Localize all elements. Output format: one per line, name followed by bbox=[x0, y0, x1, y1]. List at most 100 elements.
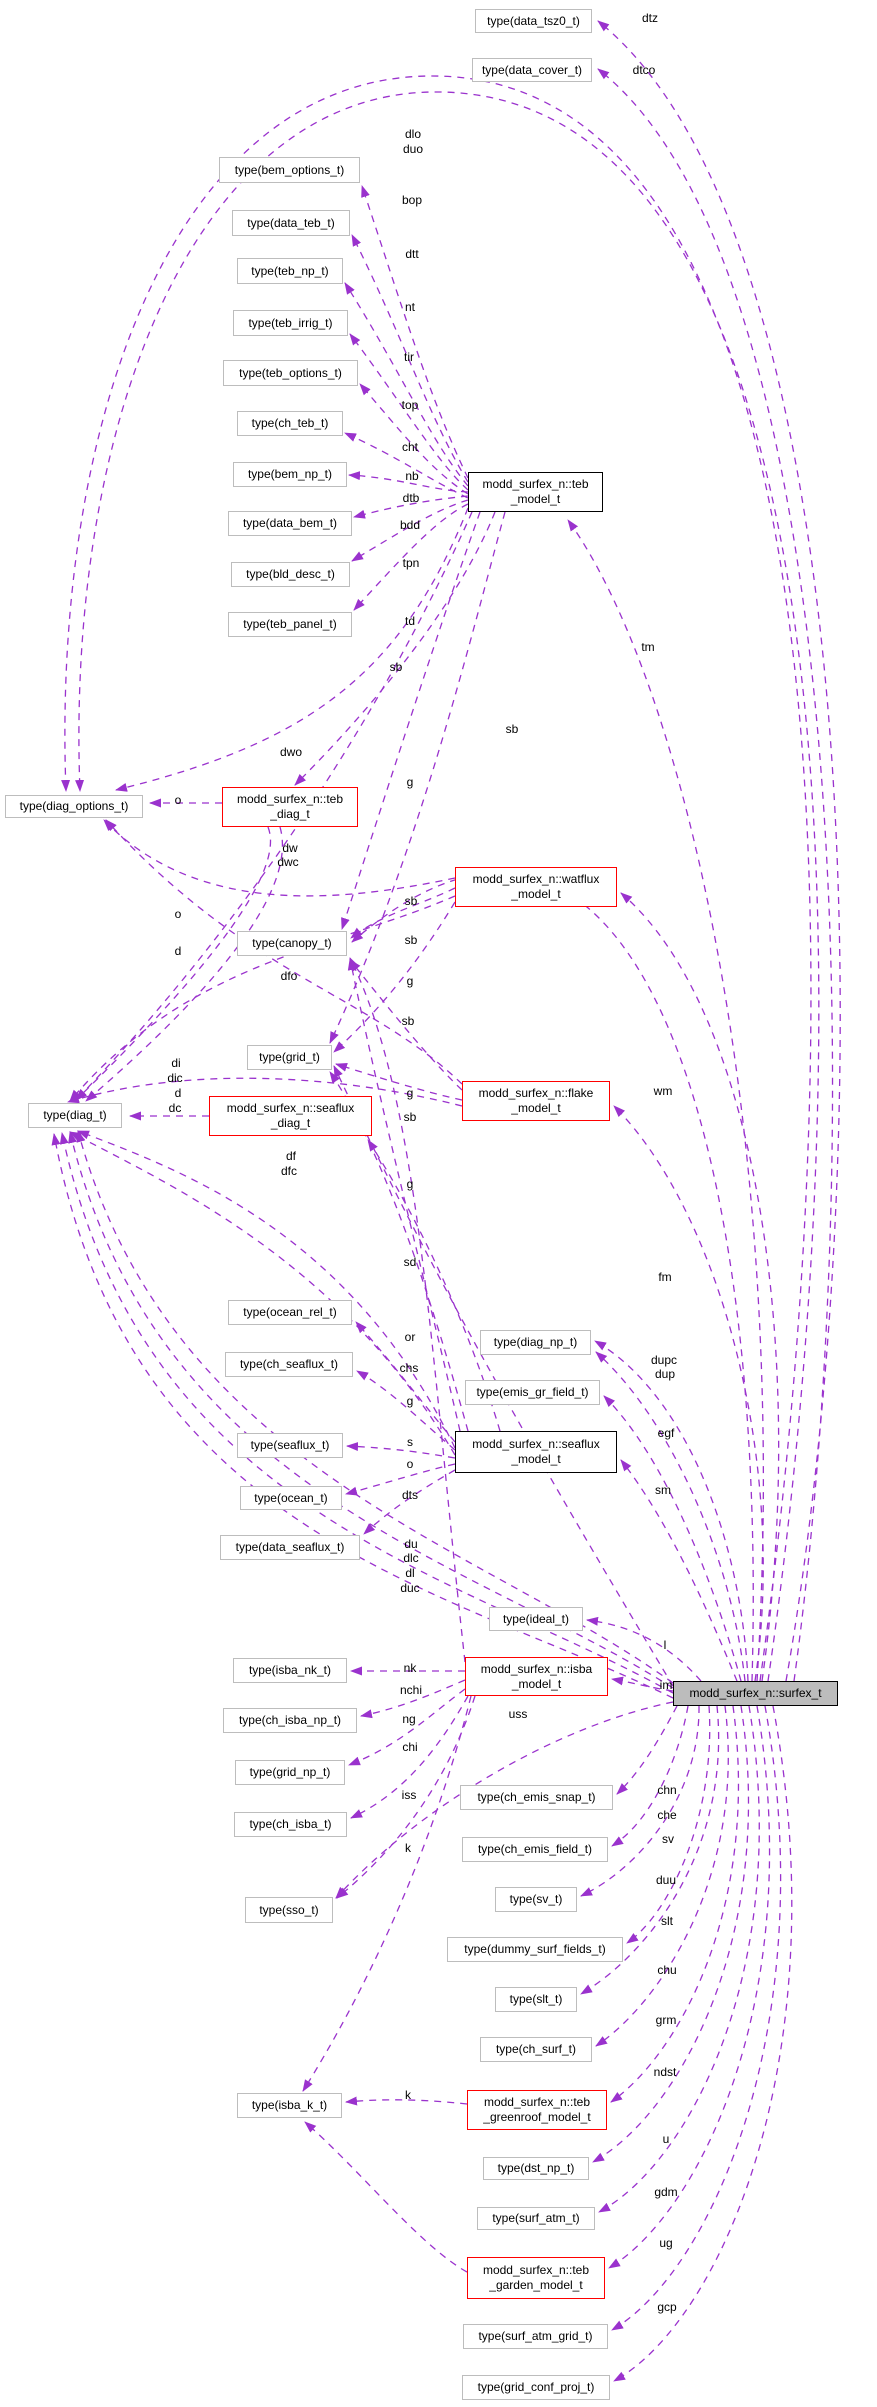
edge-label-s: s bbox=[407, 1435, 413, 1449]
edge-label-sb: sb bbox=[389, 660, 403, 674]
edge-label-tpn: tpn bbox=[402, 556, 420, 570]
edge-label-l: l bbox=[663, 1638, 667, 1652]
node-teb_diag_t[interactable]: modd_surfex_n::teb _diag_t bbox=[222, 787, 358, 827]
edge-label-sd: sd bbox=[403, 1255, 417, 1269]
node-diag_options_t[interactable]: type(diag_options_t) bbox=[5, 795, 143, 818]
node-teb_panel_t[interactable]: type(teb_panel_t) bbox=[228, 612, 352, 637]
edge-surfex_t-to-diag_options_t bbox=[61, 75, 812, 1682]
node-surf_atm_t[interactable]: type(surf_atm_t) bbox=[477, 2207, 595, 2230]
edge-label-o: o bbox=[174, 907, 182, 921]
node-isba_k_t[interactable]: type(isba_k_t) bbox=[237, 2093, 342, 2118]
node-ch_seaflux_t[interactable]: type(ch_seaflux_t) bbox=[225, 1352, 353, 1377]
edge-isba_model_t-to-ch_isba_t bbox=[350, 1695, 469, 1819]
edge-surfex_t-to-ch_emis_field_t bbox=[611, 1705, 689, 1847]
edge-seaflux_model_t-to-data_seaflux_t bbox=[363, 1469, 456, 1535]
edge-label-g: g bbox=[406, 1086, 414, 1100]
edge-surfex_t-to-watflux_model_t bbox=[620, 892, 780, 1682]
edge-label-dfo: dfo bbox=[280, 969, 298, 983]
node-grid_t[interactable]: type(grid_t) bbox=[247, 1045, 332, 1070]
edge-teb_garden_model_t-to-isba_k_t bbox=[304, 2121, 468, 2273]
node-data_teb_t[interactable]: type(data_teb_t) bbox=[232, 210, 350, 236]
node-teb_greenroof_model_t[interactable]: modd_surfex_n::teb _greenroof_model_t bbox=[467, 2090, 607, 2130]
node-ch_isba_np_t[interactable]: type(ch_isba_np_t) bbox=[223, 1708, 357, 1733]
node-dst_np_t[interactable]: type(dst_np_t) bbox=[483, 2157, 589, 2180]
node-isba_nk_t[interactable]: type(isba_nk_t) bbox=[233, 1658, 347, 1683]
edge-label-gcp: gcp bbox=[657, 2300, 677, 2314]
node-grid_conf_proj_t[interactable]: type(grid_conf_proj_t) bbox=[462, 2375, 610, 2400]
edge-label-chn: chn bbox=[657, 1783, 677, 1797]
node-ocean_t[interactable]: type(ocean_t) bbox=[240, 1486, 342, 1510]
node-seaflux_diag_t[interactable]: modd_surfex_n::seaflux _diag_t bbox=[209, 1096, 372, 1136]
node-sv_t[interactable]: type(sv_t) bbox=[495, 1887, 577, 1912]
edge-label-d: d bbox=[174, 1086, 182, 1100]
node-bem_options_t[interactable]: type(bem_options_t) bbox=[219, 157, 360, 183]
node-teb_irrig_t[interactable]: type(teb_irrig_t) bbox=[233, 310, 348, 336]
node-teb_options_t[interactable]: type(teb_options_t) bbox=[223, 360, 358, 386]
edge-label-ndst: ndst bbox=[653, 2065, 677, 2079]
node-sso_t[interactable]: type(sso_t) bbox=[245, 1897, 333, 1923]
node-slt_t[interactable]: type(slt_t) bbox=[495, 1987, 577, 2012]
node-surf_atm_grid_t[interactable]: type(surf_atm_grid_t) bbox=[463, 2324, 608, 2349]
edge-label-sb: sb bbox=[404, 894, 418, 908]
edge-label-bdd: bdd bbox=[399, 518, 421, 532]
node-grid_np_t[interactable]: type(grid_np_t) bbox=[235, 1760, 345, 1785]
edge-label-g: g bbox=[406, 775, 414, 789]
node-teb_garden_model_t[interactable]: modd_surfex_n::teb _garden_model_t bbox=[467, 2257, 605, 2299]
node-dummy_surf_fields_t[interactable]: type(dummy_surf_fields_t) bbox=[447, 1937, 623, 1962]
edge-label-iss: iss bbox=[401, 1788, 417, 1802]
node-data_cover_t[interactable]: type(data_cover_t) bbox=[472, 58, 592, 82]
edge-label-nb: nb bbox=[405, 469, 419, 483]
edge-teb_model_t-to-diag_options_t bbox=[115, 507, 469, 792]
node-data_bem_t[interactable]: type(data_bem_t) bbox=[228, 511, 352, 536]
edge-label-sv: sv bbox=[662, 1832, 674, 1846]
edge-label-chu: chu bbox=[657, 1963, 677, 1977]
node-bem_np_t[interactable]: type(bem_np_t) bbox=[233, 462, 347, 487]
node-ocean_rel_t[interactable]: type(ocean_rel_t) bbox=[228, 1300, 352, 1325]
edge-label-chi: chi bbox=[402, 1740, 418, 1754]
node-diag_t[interactable]: type(diag_t) bbox=[28, 1103, 122, 1128]
edge-label-o: o bbox=[406, 1457, 414, 1471]
edge-surfex_t-to-surf_atm_grid_t bbox=[611, 1705, 782, 2331]
edge-label-dlo: dlo bbox=[404, 127, 422, 141]
edge-label-dwo: dwo bbox=[279, 745, 303, 759]
edge-label-dwc: dwc bbox=[277, 855, 299, 869]
node-isba_model_t[interactable]: modd_surfex_n::isba _model_t bbox=[465, 1657, 608, 1696]
node-ch_isba_t[interactable]: type(ch_isba_t) bbox=[234, 1812, 347, 1837]
node-ch_emis_snap_t[interactable]: type(ch_emis_snap_t) bbox=[460, 1785, 613, 1810]
node-seaflux_t[interactable]: type(seaflux_t) bbox=[237, 1433, 343, 1458]
node-teb_model_t[interactable]: modd_surfex_n::teb _model_t bbox=[468, 472, 603, 512]
edge-label-duo: duo bbox=[402, 142, 424, 156]
node-ch_emis_field_t[interactable]: type(ch_emis_field_t) bbox=[462, 1837, 608, 1862]
edge-label-wm: wm bbox=[653, 1084, 673, 1098]
edge-label-ug: ug bbox=[659, 2236, 673, 2250]
node-ideal_t[interactable]: type(ideal_t) bbox=[489, 1607, 583, 1631]
edge-surfex_t-to-surf_atm_t bbox=[598, 1705, 760, 2213]
node-canopy_t[interactable]: type(canopy_t) bbox=[237, 931, 347, 956]
edge-surfex_t-to-diag_t bbox=[76, 1130, 674, 1684]
edge-surfex_t-to-dst_np_t bbox=[592, 1705, 750, 2163]
node-ch_teb_t[interactable]: type(ch_teb_t) bbox=[237, 411, 343, 436]
node-ch_surf_t[interactable]: type(ch_surf_t) bbox=[480, 2037, 592, 2062]
node-watflux_model_t[interactable]: modd_surfex_n::watflux _model_t bbox=[455, 867, 617, 907]
node-data_seaflux_t[interactable]: type(data_seaflux_t) bbox=[220, 1535, 360, 1560]
node-flake_model_t[interactable]: modd_surfex_n::flake _model_t bbox=[462, 1081, 610, 1121]
edge-label-im: im bbox=[659, 1678, 673, 1692]
node-teb_np_t[interactable]: type(teb_np_t) bbox=[237, 258, 343, 284]
node-data_tsz0_t[interactable]: type(data_tsz0_t) bbox=[475, 9, 592, 33]
edge-watflux_model_t-to-diag_options_t bbox=[103, 819, 456, 897]
edge-label-nchi: nchi bbox=[399, 1683, 423, 1697]
edge-isba_model_t-to-canopy_t bbox=[349, 957, 466, 1663]
edge-surfex_t-to-seaflux_model_t bbox=[620, 1459, 738, 1682]
node-bld_desc_t[interactable]: type(bld_desc_t) bbox=[231, 562, 350, 587]
edge-label-duc: duc bbox=[400, 1581, 420, 1595]
edge-label-chs: chs bbox=[399, 1361, 419, 1375]
edge-isba_model_t-to-sso_t bbox=[336, 1695, 476, 1899]
edge-label-sb: sb bbox=[505, 722, 519, 736]
edge-surfex_t-to-teb_garden_model_t bbox=[608, 1705, 771, 2269]
edge-teb_model_t-to-grid_t bbox=[329, 511, 506, 1044]
node-diag_np_t[interactable]: type(diag_np_t) bbox=[480, 1330, 591, 1355]
node-seaflux_model_t[interactable]: modd_surfex_n::seaflux _model_t bbox=[455, 1431, 617, 1473]
edge-surfex_t-to-emis_gr_field_t bbox=[603, 1395, 742, 1682]
node-emis_gr_field_t[interactable]: type(emis_gr_field_t) bbox=[465, 1380, 600, 1405]
edge-flake_model_t-to-diag_options_t bbox=[105, 819, 463, 1085]
